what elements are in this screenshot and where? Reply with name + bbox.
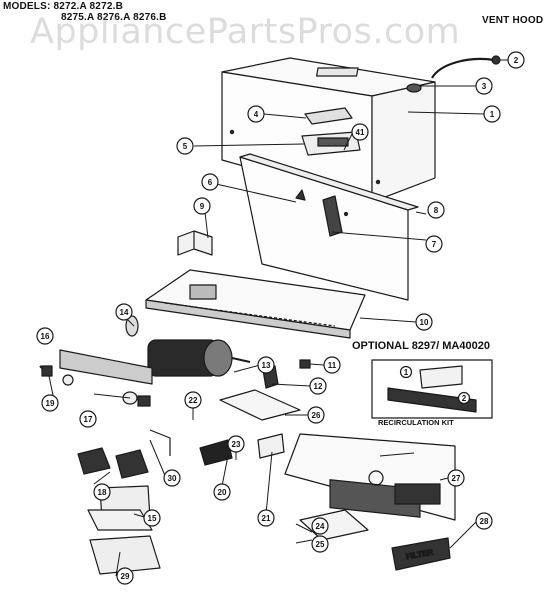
bottom-pan [145,269,366,339]
callout-14-text: 14 [120,308,129,317]
optional-kit-label: OPTIONAL 8297/ MA40020 [352,340,490,352]
recirculation-kit-box [371,359,493,419]
kit-callout-2-text: 2 [462,394,467,403]
switch-assembly [301,107,361,156]
section-title: VENT HOOD [482,15,544,26]
callout-1-text: 1 [490,110,495,119]
callout-21: 21 [257,509,275,527]
callout-9: 9 [193,197,211,215]
callout-6-text: 6 [208,178,213,187]
light-socket-bracket [59,315,153,385]
callout-30: 30 [163,469,181,487]
kit-callout-2: 2 [457,391,471,405]
kit-callout-1-text: 1 [404,368,409,377]
callout-4: 4 [247,105,265,123]
callout-28-text: 28 [480,517,489,526]
grease-filters [77,447,161,575]
callout-23: 23 [227,435,245,453]
callout-27: 27 [447,469,465,487]
callout-9-text: 9 [200,202,205,211]
callout-29: 29 [116,567,134,585]
callout-12-text: 12 [314,382,323,391]
kit-callout-1: 1 [399,365,413,379]
callout-25: 25 [311,535,329,553]
models-line-1: MODELS: 8272.A 8272.B [3,1,123,12]
callout-6: 6 [201,173,219,191]
damper-bracket [199,359,311,466]
callout-3: 3 [475,77,493,95]
callout-25-text: 25 [316,540,325,549]
callout-18-text: 18 [98,488,107,497]
callout-19-text: 19 [46,399,55,408]
callout-12: 12 [309,377,327,395]
callout-13: 13 [257,356,275,374]
callout-10-text: 10 [420,318,429,327]
callout-41-text: 41 [356,128,365,137]
callout-15-text: 15 [148,514,157,523]
callout-18: 18 [93,483,111,501]
callout-10: 10 [415,313,433,331]
callout-15: 15 [143,509,161,527]
callout-28: 28 [475,512,493,530]
callout-3-text: 3 [482,82,487,91]
front-panel [239,153,419,301]
callout-1: 1 [483,105,501,123]
callout-layer: 1234567891011121314151617181920212223242… [36,51,525,585]
callout-2: 2 [507,51,525,69]
bottom-panel [284,433,456,521]
callout-22-text: 22 [189,396,198,405]
callout-23-text: 23 [232,440,241,449]
callout-24-text: 24 [316,522,325,531]
callout-17-text: 17 [84,415,93,424]
callout-11: 11 [323,356,341,374]
filter-box [391,537,451,571]
callout-29-text: 29 [121,572,130,581]
callout-11-text: 11 [328,361,337,370]
callout-27-text: 27 [452,474,461,483]
callout-5: 5 [176,137,194,155]
callout-7-text: 7 [432,240,437,249]
callout-5-text: 5 [183,142,188,151]
models-line-2: 8275.A 8276.A 8276.B [61,12,167,23]
callout-13-text: 13 [262,361,271,370]
callout-41: 41 [351,123,369,141]
callout-24: 24 [311,517,329,535]
callout-8-text: 8 [434,206,439,215]
callout-19: 19 [41,394,59,412]
blower-motor [147,339,251,377]
callout-17: 17 [79,410,97,428]
callout-26: 26 [307,406,325,424]
callout-8: 8 [427,201,445,219]
callout-20-text: 20 [218,488,227,497]
light-lens [299,509,369,541]
callout-16: 16 [36,327,54,345]
callout-21-text: 21 [262,514,271,523]
watermark: AppliancePartsPros.com [30,12,461,52]
callout-7: 7 [425,235,443,253]
callout-4-text: 4 [254,110,259,119]
recirculation-kit-label: RECIRCULATION KIT [378,418,454,427]
callout-30-text: 30 [168,474,177,483]
callout-16-text: 16 [41,332,50,341]
callout-26-text: 26 [312,411,321,420]
callout-2-text: 2 [514,56,519,65]
callout-14: 14 [115,303,133,321]
callout-20: 20 [213,483,231,501]
callout-22: 22 [184,391,202,409]
mounting-bracket [177,230,213,256]
